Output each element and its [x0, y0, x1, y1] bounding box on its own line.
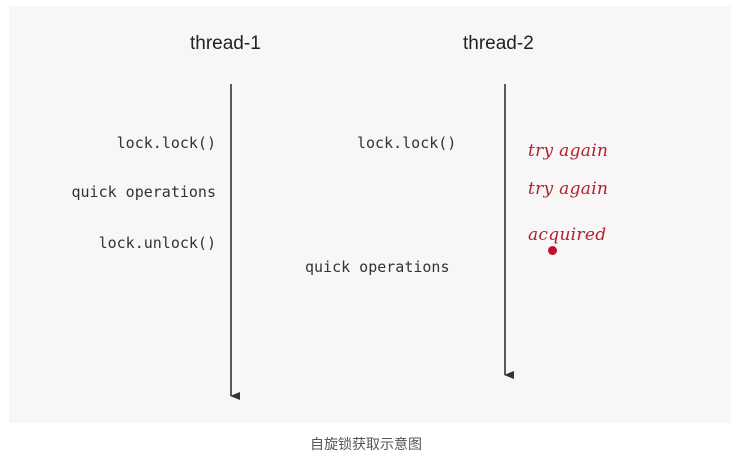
thread-2-title: thread-2 [463, 33, 534, 54]
thread-2-step-lock: lock.lock() [357, 134, 457, 152]
thread-1-step-quick-operations: quick operations [71, 183, 217, 201]
annotation-acquired: acquired [528, 225, 607, 245]
thread-1-title: thread-1 [190, 33, 261, 54]
thread-1-step-lock: lock.lock() [116, 134, 216, 152]
thread-1-step-unlock: lock.unlock() [98, 234, 216, 252]
spinlock-diagram [9, 6, 731, 423]
figure-caption: 自旋锁获取示意图 [310, 437, 422, 453]
thread-2-step-quick-operations: quick operations [305, 258, 450, 276]
annotation-try-again-2: try again [528, 179, 609, 199]
annotation-try-again-1: try again [528, 141, 609, 161]
acquired-marker-dot [548, 246, 557, 255]
